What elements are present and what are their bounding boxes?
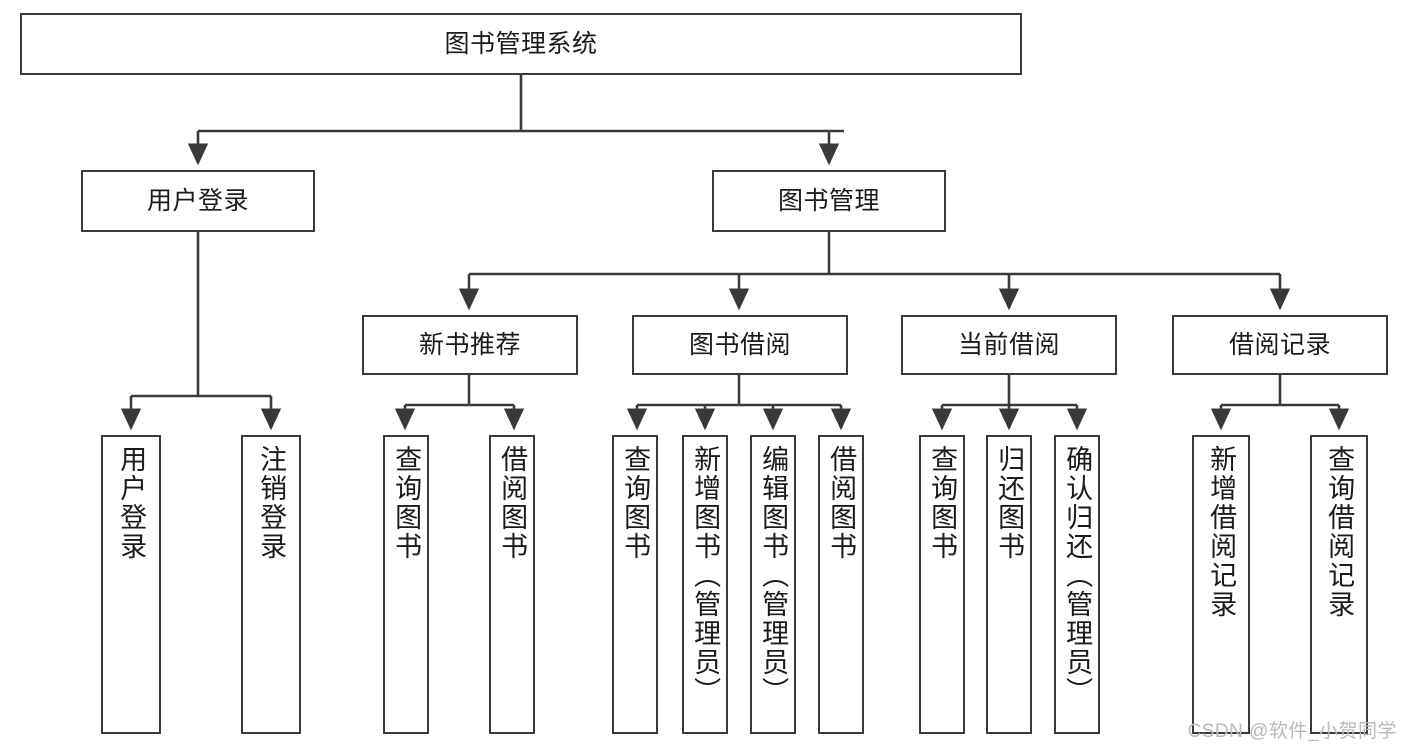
node-root-book-management-system[interactable]: 图书管理系统 [20, 13, 1022, 75]
node-leaf-user-logout[interactable]: 注销登录 [241, 435, 301, 734]
node-label: 新书推荐 [418, 330, 521, 359]
node-leaf-edit-book-admin[interactable]: 编辑图书（管理员） [750, 435, 796, 734]
node-label: 查询借阅记录 [1324, 445, 1355, 619]
node-new-book-recommendation[interactable]: 新书推荐 [362, 315, 578, 375]
node-leaf-confirm-return-admin[interactable]: 确认归还（管理员） [1054, 435, 1100, 734]
node-label: 当前借阅 [957, 330, 1060, 359]
node-label: 查询图书 [927, 445, 958, 561]
csdn-watermark: CSDN @软件_小贺同学 [1187, 721, 1397, 742]
node-label: 用户登录 [146, 186, 249, 215]
node-label: 借阅记录 [1228, 330, 1331, 359]
node-leaf-add-borrow-record[interactable]: 新增借阅记录 [1192, 435, 1250, 734]
node-leaf-return-book[interactable]: 归还图书 [986, 435, 1032, 734]
node-label: 用户登录 [116, 445, 147, 561]
node-label: 注销登录 [256, 445, 287, 561]
node-label: 编辑图书（管理员） [758, 445, 789, 706]
node-borrow-record[interactable]: 借阅记录 [1172, 315, 1388, 375]
node-label: 确认归还（管理员） [1062, 445, 1093, 706]
node-book-management[interactable]: 图书管理 [712, 170, 946, 232]
node-label: 图书管理 [777, 186, 880, 215]
node-label: 新增借阅记录 [1206, 445, 1237, 619]
node-leaf-query-book-3[interactable]: 查询图书 [919, 435, 965, 734]
node-label: 查询图书 [391, 445, 422, 561]
node-leaf-borrow-book-2[interactable]: 借阅图书 [818, 435, 864, 734]
node-leaf-user-login[interactable]: 用户登录 [101, 435, 161, 734]
node-book-borrow[interactable]: 图书借阅 [632, 315, 848, 375]
node-label: 归还图书 [994, 445, 1025, 561]
node-leaf-borrow-book-1[interactable]: 借阅图书 [489, 435, 535, 734]
node-leaf-add-book-admin[interactable]: 新增图书（管理员） [682, 435, 728, 734]
node-label: 借阅图书 [826, 445, 857, 561]
node-label: 图书管理系统 [444, 29, 598, 58]
node-current-borrow[interactable]: 当前借阅 [901, 315, 1117, 375]
node-label: 查询图书 [620, 445, 651, 561]
node-label: 图书借阅 [688, 330, 791, 359]
node-leaf-query-book-1[interactable]: 查询图书 [383, 435, 429, 734]
node-leaf-query-borrow-record[interactable]: 查询借阅记录 [1310, 435, 1368, 734]
node-label: 借阅图书 [497, 445, 528, 561]
node-label: 新增图书（管理员） [690, 445, 721, 706]
node-leaf-query-book-2[interactable]: 查询图书 [612, 435, 658, 734]
node-user-login[interactable]: 用户登录 [81, 170, 315, 232]
